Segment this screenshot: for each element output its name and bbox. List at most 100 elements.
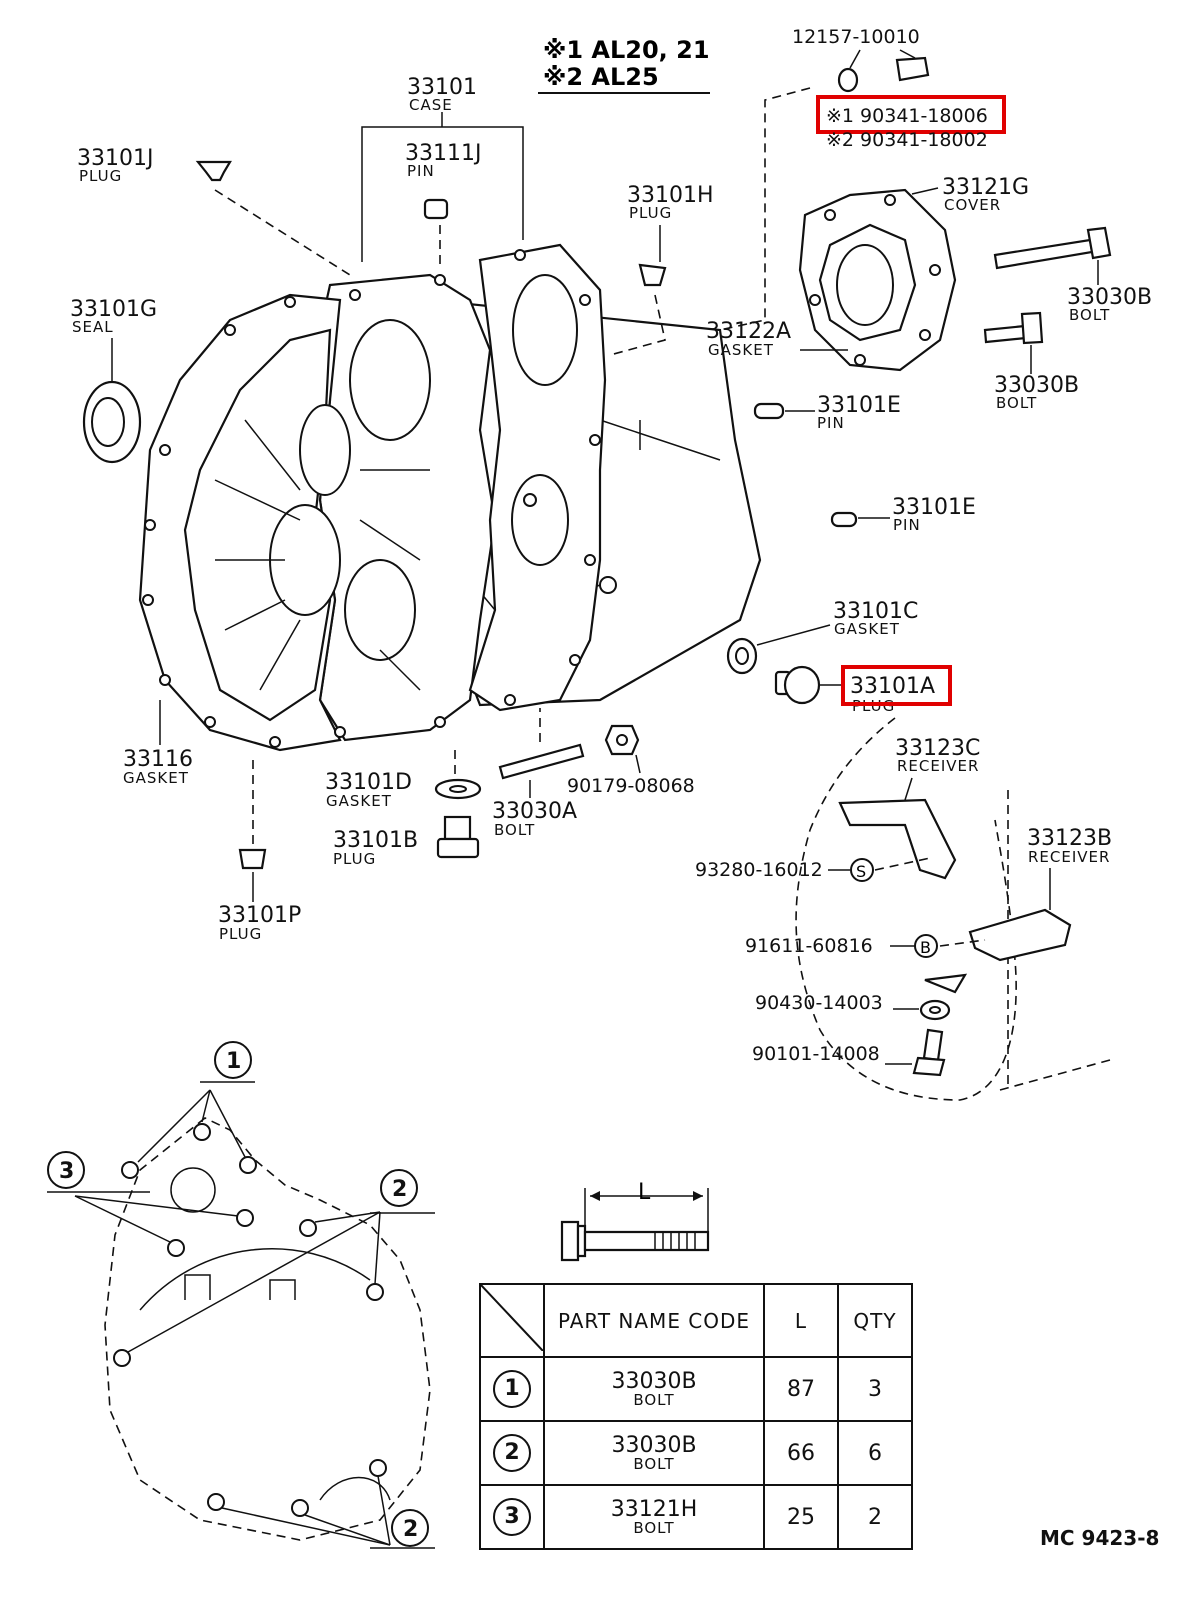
name-33030B-b: BOLT — [996, 394, 1037, 412]
bolt-pattern-diagram: 1 2 3 2 — [47, 1041, 435, 1549]
name-33101P: PLUG — [219, 925, 262, 943]
code-33101G: 33101G — [70, 297, 157, 322]
name-33121G: COVER — [944, 196, 1001, 214]
part-90341-group: ※1 90341-18006 ※2 90341-18002 — [719, 87, 1006, 331]
part-33101D-gasket: 33101D GASKET — [325, 750, 482, 810]
name-33030A: BOLT — [494, 821, 535, 839]
row-code: 33030B — [611, 1368, 697, 1394]
part-90101-bolt: 90101-14008 — [752, 1028, 946, 1077]
header-part-name-code: PART NAME CODE — [543, 1283, 765, 1358]
marker-2-upper: 2 — [392, 1177, 407, 1202]
code-33121G: 33121G — [942, 175, 1029, 200]
code-33123B: 33123B — [1027, 826, 1112, 851]
row-name: BOLT — [633, 1390, 675, 1409]
row-index: 1 — [493, 1370, 531, 1408]
highlight-33101A — [841, 665, 952, 706]
name-33101: CASE — [409, 96, 453, 114]
part-33101E-pin-b: 33101E PIN — [830, 495, 976, 534]
code-12157: 12157-10010 — [792, 26, 920, 48]
row-length: 87 — [787, 1376, 815, 1402]
part-33116-gasket: 33116 GASKET — [123, 700, 193, 787]
name-33123C: RECEIVER — [897, 757, 979, 775]
part-91611-bolt: 91611-60816 B — [745, 934, 986, 958]
part-33101E-pin-a: 33101E PIN — [753, 393, 901, 432]
table-header-row: PART NAME CODE L QTY — [479, 1283, 913, 1358]
row-code: 33121H — [610, 1496, 698, 1522]
part-33101B-plug: 33101B PLUG — [333, 815, 480, 868]
name-33101H: PLUG — [629, 204, 672, 222]
code-33122A: 33122A — [706, 319, 791, 344]
row-index: 3 — [493, 1498, 531, 1536]
code-90179: 90179-08068 — [567, 775, 695, 797]
name-33123B: RECEIVER — [1028, 848, 1110, 866]
part-90179-nut: 90179-08068 — [567, 724, 695, 797]
row-qty: 2 — [868, 1504, 882, 1530]
part-33123C-receiver: 33123C RECEIVER — [838, 736, 980, 880]
code-90430: 90430-14003 — [755, 992, 883, 1014]
name-33030B-a: BOLT — [1069, 306, 1110, 324]
part-33121G-cover: 33121G COVER — [798, 175, 1029, 372]
code-33030B-a: 33030B — [1067, 285, 1152, 310]
marker-2-lower: 2 — [403, 1517, 418, 1542]
name-33122A: GASKET — [708, 341, 774, 359]
highlight-90341-18006 — [816, 95, 1006, 134]
header-qty: QTY — [837, 1283, 913, 1358]
code-33030B-b: 33030B — [994, 373, 1079, 398]
transmission-case-body — [138, 243, 762, 752]
row-length: 25 — [787, 1504, 815, 1530]
row-code: 33030B — [611, 1432, 697, 1458]
code-33101C: 33101C — [833, 599, 918, 624]
row-name: BOLT — [633, 1454, 675, 1473]
name-33101E-a: PIN — [817, 414, 845, 432]
variant-notes: ※1 AL20, 21 ※2 AL25 — [538, 36, 710, 94]
code-33101A: 33101A — [850, 674, 935, 699]
part-33030A-bolt: 33030A BOLT — [492, 708, 585, 839]
code-90341-variant1: ※1 90341-18006 — [826, 105, 988, 127]
name-33101B: PLUG — [333, 850, 376, 868]
variant-note-2: ※2 AL25 — [543, 63, 659, 91]
part-90430-washer: 90430-14003 — [755, 973, 968, 1021]
name-33101J: PLUG — [79, 167, 122, 185]
name-33101E-b: PIN — [893, 516, 921, 534]
name-33101G: SEAL — [72, 318, 114, 336]
name-33116: GASKET — [123, 769, 189, 787]
part-33101G-seal: 33101G SEAL — [70, 297, 157, 464]
bolt-length-illustration: L — [560, 1180, 710, 1262]
variant-note-1: ※1 AL20, 21 — [543, 36, 710, 64]
code-90341-variant2: ※2 90341-18002 — [826, 129, 988, 151]
name-33101C: GASKET — [834, 620, 900, 638]
marker-1: 1 — [226, 1049, 241, 1074]
gasket-bolt-holes — [142, 249, 617, 748]
code-33101H: 33101H — [627, 183, 714, 208]
code-33101E-b: 33101E — [892, 495, 976, 520]
part-33030B-bolt-short: 33030B BOLT — [983, 311, 1079, 412]
code-33101J: 33101J — [77, 146, 153, 171]
header-length: L — [763, 1283, 839, 1358]
row-index: 2 — [493, 1434, 531, 1472]
code-33101P: 33101P — [218, 903, 301, 928]
part-33030B-bolt-long: 33030B BOLT — [993, 226, 1152, 324]
marker-3: 3 — [59, 1159, 74, 1184]
part-12157-plug: 12157-10010 — [792, 26, 930, 93]
part-33122A-gasket: 33122A GASKET — [706, 319, 848, 359]
figure-reference: MC 9423-8 — [1040, 1526, 1160, 1550]
code-33123C: 33123C — [895, 736, 980, 761]
row-qty: 3 — [868, 1376, 882, 1402]
table-corner-cell — [479, 1283, 545, 1358]
code-91611: 91611-60816 — [745, 935, 873, 957]
code-33111J: 33111J — [405, 141, 481, 166]
part-33101C-gasket: 33101C GASKET — [726, 599, 918, 675]
part-33101H-plug: 33101H PLUG — [609, 183, 714, 356]
row-name: BOLT — [633, 1518, 675, 1537]
code-33101: 33101 — [407, 75, 477, 100]
part-33111J-pin: 33111J PIN — [405, 141, 481, 270]
part-33101P-plug: 33101P PLUG — [218, 760, 301, 943]
diagonal-divider — [480, 1284, 544, 1352]
row-length: 66 — [787, 1440, 815, 1466]
name-33111J: PIN — [407, 162, 435, 180]
code-33116: 33116 — [123, 747, 193, 772]
row-qty: 6 — [868, 1440, 882, 1466]
part-33101J-plug: 33101J PLUG — [77, 146, 351, 276]
